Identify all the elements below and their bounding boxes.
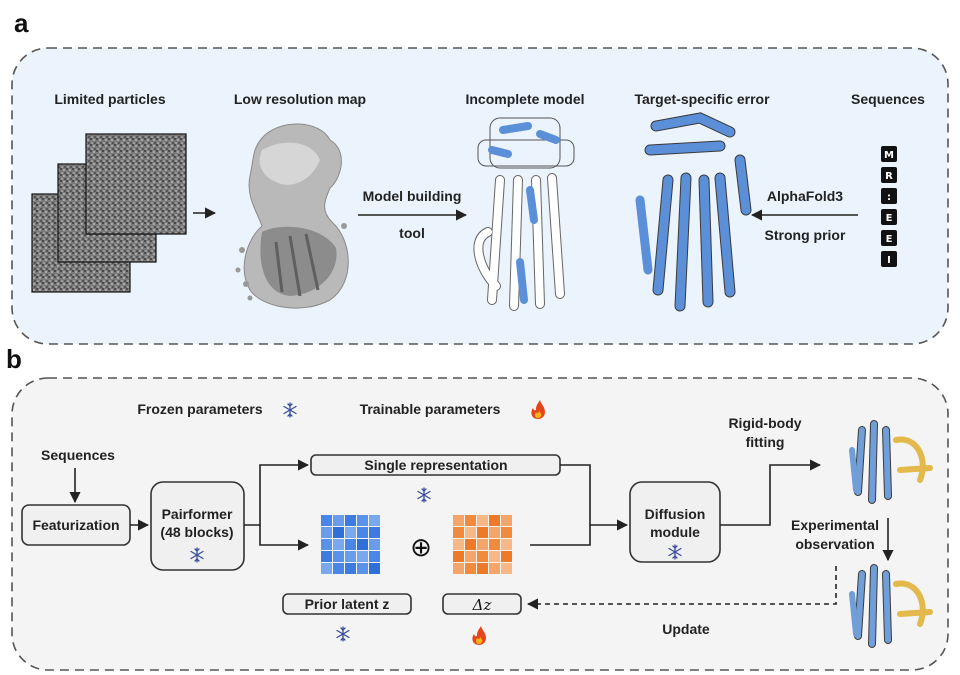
fitting-text: fitting xyxy=(746,434,785,450)
strong-prior-text: Strong prior xyxy=(765,227,846,243)
diffusion-text: Diffusion xyxy=(645,506,706,522)
model-building-tool-text: tool xyxy=(399,225,425,241)
sequence-tile xyxy=(881,230,897,246)
diffusion-module-text: module xyxy=(650,524,700,540)
sequence-letter: M xyxy=(884,150,894,161)
sequence-tile xyxy=(881,146,897,162)
fitted-structure-bottom xyxy=(849,564,933,648)
sequence-tile xyxy=(881,167,897,183)
panel-a-label: a xyxy=(14,8,29,38)
fitted-structure-top xyxy=(849,420,933,504)
panel-b-label: b xyxy=(6,344,22,374)
trainable-parameters-text: Trainable parameters xyxy=(360,401,501,417)
sequences-text: Sequences xyxy=(41,447,115,463)
sequence-letter: E xyxy=(886,213,893,224)
oplus-symbol: ⊕ xyxy=(410,533,432,563)
sequence-tile xyxy=(881,251,897,267)
sequence-letter: E xyxy=(886,234,893,245)
header-low-resolution-map: Low resolution map xyxy=(234,91,366,107)
pairformer-text: Pairformer xyxy=(162,506,233,522)
density-map xyxy=(235,123,349,309)
header-target-specific-error: Target-specific error xyxy=(634,91,770,107)
target-error-structure xyxy=(635,112,752,312)
prior-latent-box xyxy=(282,593,412,615)
arrow-update xyxy=(526,566,837,610)
diffusion-module-box xyxy=(629,481,721,563)
observation-text: observation xyxy=(795,536,874,552)
sequence-letter: : xyxy=(887,192,891,203)
frozen-parameters-text: Frozen parameters xyxy=(137,401,262,417)
pairformer-blocks-text: (48 blocks) xyxy=(160,524,233,540)
sequence-tile xyxy=(881,209,897,225)
delta-z-text: Δz xyxy=(472,596,492,614)
sequence-tiles: M R : E E I xyxy=(881,146,897,267)
line-latent-to-diffusion xyxy=(530,525,591,546)
sequence-tile xyxy=(881,188,897,204)
arrow-single-to-diffusion xyxy=(560,464,629,531)
arrow-diffusion-to-fitting xyxy=(720,459,822,526)
featurization-text: Featurization xyxy=(32,517,119,533)
prior-latent-grid xyxy=(321,515,380,574)
experimental-text: Experimental xyxy=(791,517,879,533)
particle-images xyxy=(31,133,187,293)
prior-latent-text: Prior latent z xyxy=(305,596,390,612)
pairformer-box xyxy=(150,481,245,571)
sequence-letter: R xyxy=(885,171,893,182)
update-text: Update xyxy=(662,621,710,637)
delta-z-box xyxy=(442,593,522,615)
arrow-to-prior-latent xyxy=(259,525,310,551)
incomplete-model-structure xyxy=(473,117,575,311)
single-representation-text: Single representation xyxy=(364,457,507,473)
rigid-body-text: Rigid-body xyxy=(728,415,801,431)
model-building-text: Model building xyxy=(363,188,462,204)
alphafold3-text: AlphaFold3 xyxy=(767,188,843,204)
delta-z-grid xyxy=(453,515,512,574)
header-limited-particles: Limited particles xyxy=(54,91,165,107)
header-incomplete-model: Incomplete model xyxy=(465,91,584,107)
header-sequences: Sequences xyxy=(851,91,925,107)
sequence-letter: I xyxy=(887,255,891,266)
arrow-to-single-representation xyxy=(244,459,310,526)
